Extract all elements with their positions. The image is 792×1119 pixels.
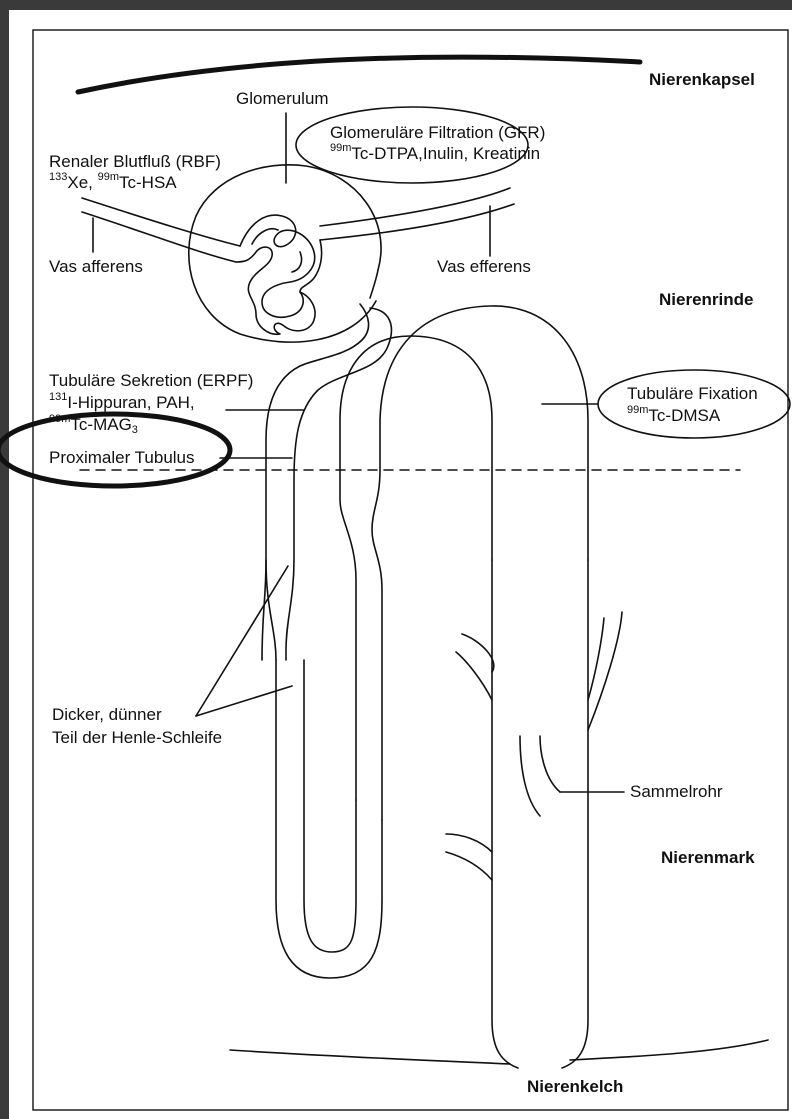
gfr-tracers-line: 99mTc-DTPA,Inulin, Kreatinin bbox=[330, 143, 540, 165]
rbf-isotope-2: 99m bbox=[98, 171, 119, 183]
henle-line-2: Teil der Henle-Schleife bbox=[52, 727, 222, 749]
vas-afferens-label: Vas afferens bbox=[49, 256, 143, 278]
zone-label-capsule: Nierenkapsel bbox=[649, 70, 755, 90]
erpf-tracers-line-2: 99mTc-MAG3 bbox=[49, 414, 138, 436]
erpf-tracer-2-subscript: 3 bbox=[132, 424, 138, 436]
erpf-tracer-1: I-Hippuran, PAH, bbox=[67, 393, 194, 412]
erpf-tracers-line-1: 131I-Hippuran, PAH, bbox=[49, 392, 195, 414]
zone-label-cortex: Nierenrinde bbox=[659, 290, 753, 310]
rbf-tracers-line: 133Xe, 99mTc-HSA bbox=[49, 172, 177, 194]
fixation-isotope: 99m bbox=[627, 404, 648, 416]
henle-line-1: Dicker, dünner bbox=[52, 704, 162, 726]
erpf-tracer-2: Tc-MAG bbox=[70, 415, 131, 434]
gfr-title: Glomeruläre Filtration (GFR) bbox=[330, 122, 545, 144]
rbf-tracer-2: Tc-HSA bbox=[119, 173, 177, 192]
rbf-isotope-1: 133 bbox=[49, 171, 67, 183]
fixation-tracer: Tc-DMSA bbox=[648, 406, 720, 425]
rbf-tracer-1: Xe, bbox=[67, 173, 97, 192]
gfr-tracers: Tc-DTPA,Inulin, Kreatinin bbox=[351, 144, 540, 163]
zone-label-calyx: Nierenkelch bbox=[527, 1077, 623, 1097]
gfr-isotope: 99m bbox=[330, 142, 351, 154]
vas-efferens-label: Vas efferens bbox=[437, 256, 531, 278]
erpf-isotope-1: 131 bbox=[49, 391, 67, 403]
glomerulum-label: Glomerulum bbox=[236, 88, 329, 110]
sammelrohr-label: Sammelrohr bbox=[630, 781, 723, 803]
proximal-tubulus-label: Proximaler Tubulus bbox=[49, 447, 195, 469]
erpf-isotope-2: 99m bbox=[49, 413, 70, 425]
rbf-title: Renaler Blutfluß (RBF) bbox=[49, 151, 221, 173]
fixation-title: Tubuläre Fixation bbox=[627, 383, 758, 405]
zone-label-medulla: Nierenmark bbox=[661, 848, 755, 868]
erpf-title: Tubuläre Sekretion (ERPF) bbox=[49, 370, 253, 392]
fixation-tracer-line: 99mTc-DMSA bbox=[627, 405, 720, 427]
